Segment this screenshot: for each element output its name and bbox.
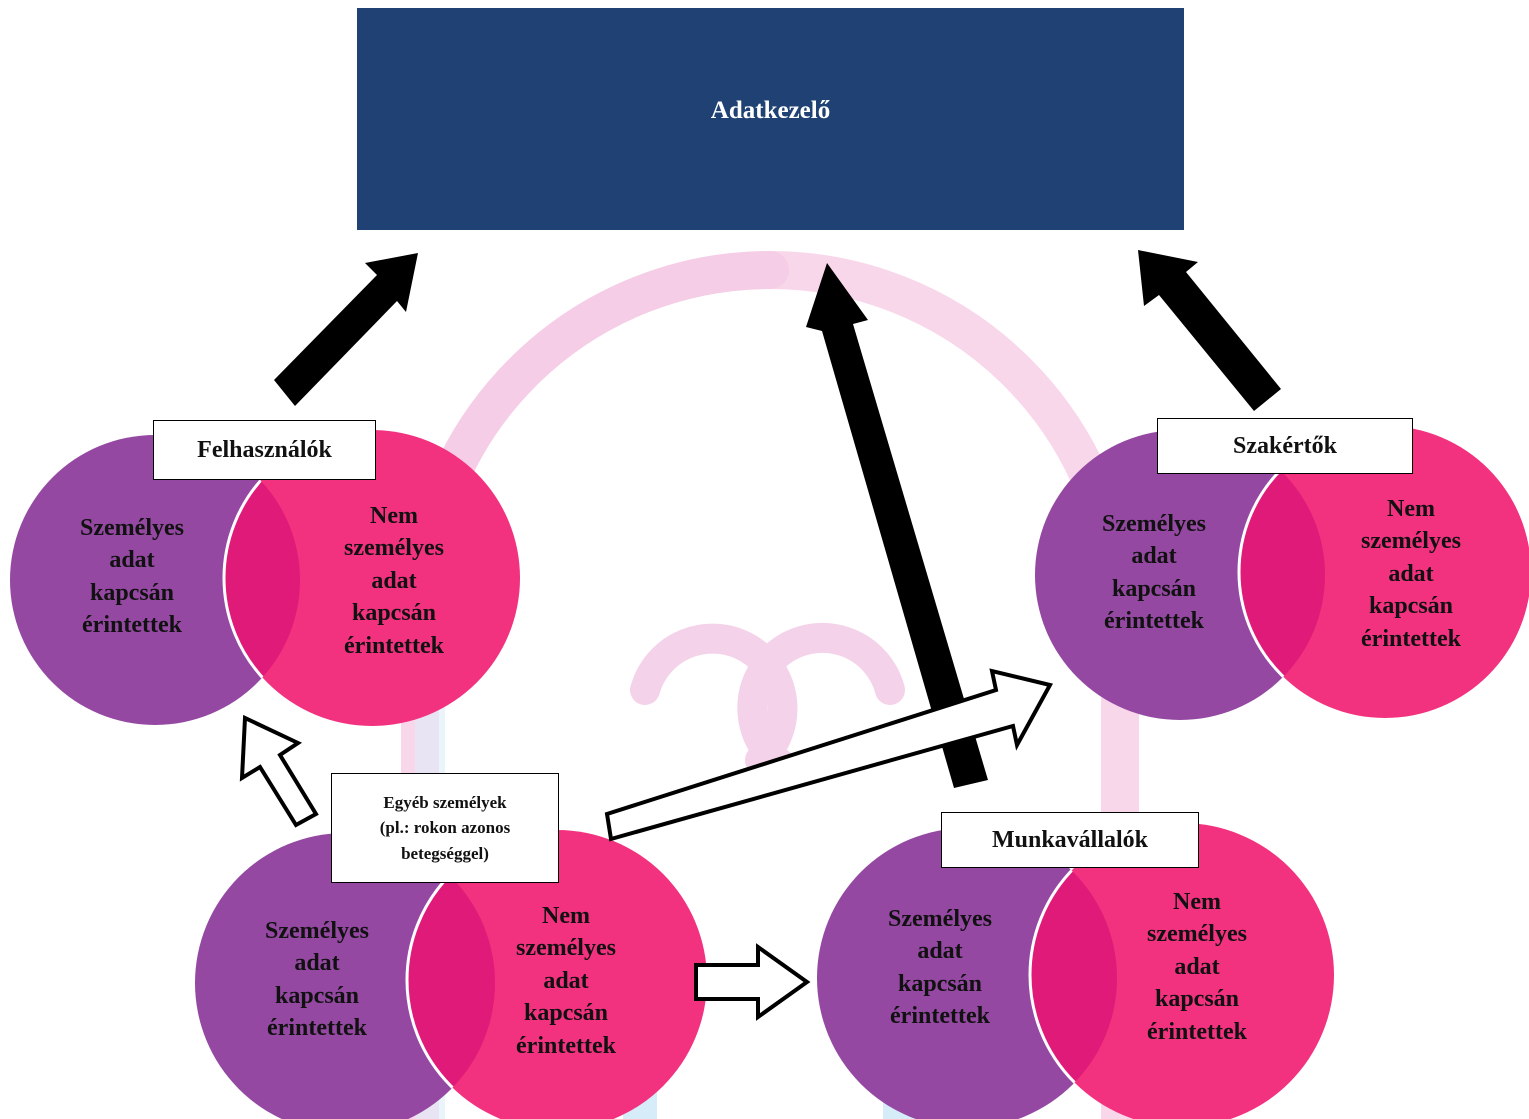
felhasznalok-label: Felhasználók: [153, 420, 376, 480]
munkavallalok-label: Munkavállalók: [941, 812, 1199, 868]
felhasznalok-nonpersonal-text: Nem személyes adat kapcsán érintettek: [344, 503, 444, 659]
egyeb-nonpersonal-text: Nem személyes adat kapcsán érintettek: [516, 903, 616, 1059]
circle-group-felhasznalok: [10, 430, 520, 726]
egyeb-personal-text: Személyes adat kapcsán érintettek: [265, 918, 369, 1042]
circle-group-egyeb: [195, 830, 707, 1119]
felhasznalok-personal-text: Személyes adat kapcsán érintettek: [80, 515, 184, 639]
szakertok-personal-text: Személyes adat kapcsán érintettek: [1102, 511, 1206, 635]
egyeb-label: Egyéb személyek (pl.: rokon azonos beteg…: [331, 773, 559, 883]
controller-box: Adatkezelő: [357, 8, 1184, 230]
munkavallalok-personal-text: Személyes adat kapcsán érintettek: [888, 906, 992, 1030]
szakertok-nonpersonal-text: Nem személyes adat kapcsán érintettek: [1361, 496, 1461, 652]
personal-data-circle: [195, 833, 495, 1119]
arrow-szakertok-to-adatkezelo: [1138, 250, 1281, 411]
circle-group-munkavallalok: [817, 823, 1334, 1119]
controller-title: Adatkezelő: [710, 97, 831, 124]
arrow-egyeb-to-munkavallalok: [694, 943, 811, 1021]
nonpersonal-data-circle: [1239, 426, 1529, 718]
nonpersonal-data-circle: [1030, 823, 1334, 1119]
arrow-munkavallalok-to-adatkezelo: [806, 263, 988, 788]
circle-group-szakertok: [1035, 426, 1529, 720]
nonpersonal-data-circle: [407, 830, 707, 1119]
arrow-felhasznalok-to-adatkezelo: [274, 253, 418, 406]
szakertok-label: Szakértők: [1157, 418, 1413, 474]
arrow-egyeb-to-szakertok: [604, 668, 1054, 842]
personal-data-circle: [10, 435, 300, 725]
personal-data-circle: [817, 828, 1117, 1119]
munkavallalok-nonpersonal-text: Nem személyes adat kapcsán érintettek: [1147, 889, 1247, 1045]
personal-data-circle: [1035, 430, 1325, 720]
arrow-egyeb-to-felhasznalok: [239, 714, 319, 828]
nonpersonal-data-circle: [224, 430, 520, 726]
